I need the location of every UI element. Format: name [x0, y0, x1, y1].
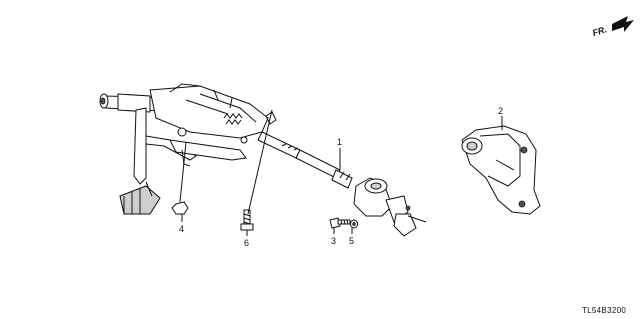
column-cover [461, 125, 541, 215]
front-direction-label: FR. [591, 24, 608, 38]
callout-3: 3 [331, 236, 336, 246]
callout-6: 6 [244, 238, 249, 248]
steering-column-assembly [99, 83, 427, 237]
fastener-parts [171, 201, 358, 231]
diagram-reference-code: TL54B3200 [582, 306, 626, 315]
callout-2: 2 [498, 106, 503, 116]
front-arrow-icon [612, 16, 634, 32]
callout-4: 4 [179, 224, 184, 234]
leader-lines [179, 109, 503, 236]
callout-1: 1 [337, 137, 342, 147]
part-4-nut [171, 201, 189, 215]
front-direction-indicator: FR. [591, 16, 634, 38]
callout-5: 5 [349, 236, 354, 246]
